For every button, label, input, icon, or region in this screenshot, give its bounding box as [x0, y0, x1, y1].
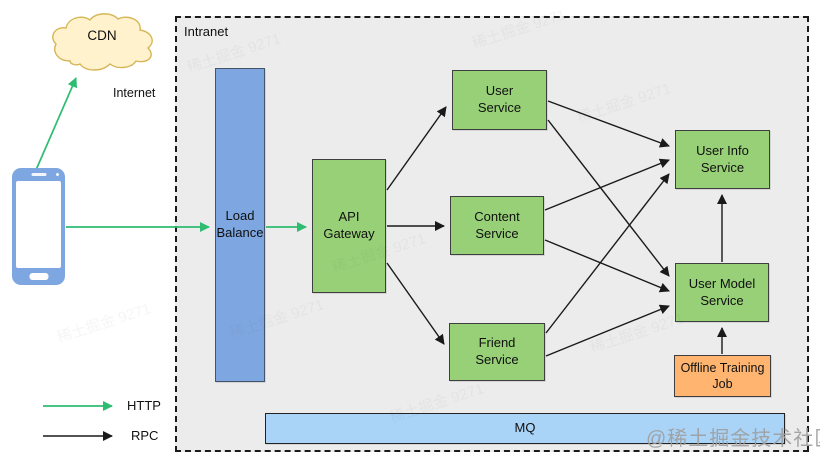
node-content-service: Content Service [450, 196, 544, 255]
phone-screen [16, 181, 61, 268]
internet-label: Internet [113, 86, 156, 100]
legend-rpc-label: RPC [131, 428, 159, 443]
legend-http-label: HTTP [127, 398, 161, 413]
phone-camera [56, 173, 59, 176]
node-content-service-label: Content Service [474, 208, 520, 241]
node-mq: MQ [265, 413, 785, 444]
node-offline-training-job-label: Offline Training Job [680, 360, 765, 391]
phone-home-button [29, 273, 48, 280]
node-mq-label: MQ [514, 420, 536, 436]
node-offline-training-job: Offline Training Job [674, 355, 771, 397]
node-friend-service: Friend Service [449, 323, 545, 381]
node-load-balance: Load Balance [215, 68, 265, 382]
node-user-model-service: User Model Service [675, 263, 769, 322]
cdn-label: CDN [87, 28, 117, 43]
tiled-watermark: 稀土掘金 9271 [55, 300, 154, 347]
node-user-info-service-label: User Info Service [696, 142, 749, 175]
node-api-gateway-label: API Gateway [323, 209, 375, 241]
node-user-service: User Service [452, 70, 547, 130]
node-load-balance-label: Load Balance [216, 208, 264, 240]
phone-speaker [31, 173, 46, 176]
intranet-label: Intranet [184, 24, 229, 39]
community-watermark: @稀土掘金技术社区 [646, 428, 820, 450]
edge-client-cdn [35, 77, 77, 171]
node-user-service-label: User Service [477, 83, 522, 115]
node-friend-service-label: Friend Service [475, 335, 519, 367]
node-api-gateway: API Gateway [312, 159, 386, 293]
node-user-model-service-label: User Model Service [688, 275, 756, 308]
mobile-phone-icon [12, 168, 65, 285]
node-user-info-service: User Info Service [675, 130, 770, 189]
